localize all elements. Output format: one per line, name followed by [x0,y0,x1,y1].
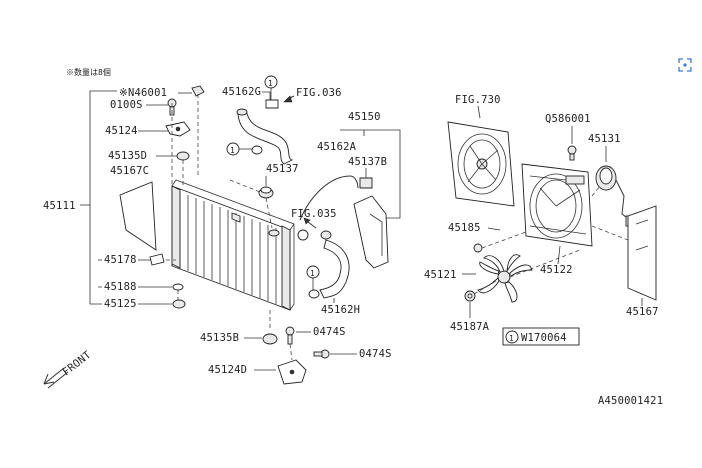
label-45167c[interactable]: 45167C [110,165,149,177]
label-45135b[interactable]: 45135B [200,332,239,344]
nut-45185 [473,243,483,253]
label-45122[interactable]: 45122 [540,264,573,276]
motor-45131 [595,165,633,227]
label-n46001[interactable]: ※N46001 [119,87,167,99]
bracket-45111 [80,90,98,305]
label-front: FRONT [60,349,93,379]
radiator-core [171,179,295,311]
circle-ref-1c: 1 [306,265,320,279]
label-0100s[interactable]: 0100S [110,99,143,111]
clamp-lower-a [297,229,309,241]
label-45111[interactable]: 45111 [43,200,76,212]
seal-45167 [627,205,657,301]
hose-45162h [319,239,350,299]
clamp-upper [265,99,279,109]
label-45124[interactable]: 45124 [105,125,138,137]
label-q586001[interactable]: Q586001 [545,113,591,125]
label-45185[interactable]: 45185 [448,222,481,234]
label-45162a[interactable]: 45162A [317,141,357,153]
label-45188[interactable]: 45188 [104,281,137,293]
label-45135d[interactable]: 45135D [108,150,147,162]
cap-45137 [258,186,274,199]
label-45125[interactable]: 45125 [104,298,137,310]
hose-45162g [236,108,294,165]
label-fig730[interactable]: FIG.730 [455,94,501,106]
svg-text:1: 1 [310,269,315,278]
label-fig035[interactable]: FIG.035 [291,208,337,220]
circle-ref-1b: 1 [226,142,240,156]
bolt-q586001 [567,145,577,161]
clamp-45162h [308,289,320,299]
hose-45162a [299,175,359,221]
label-0474s-2[interactable]: 0474S [359,348,392,360]
bolt-0474s-2 [313,349,330,359]
nut-45187a [464,290,476,302]
cushion-45135d [176,151,190,161]
label-0474s-1[interactable]: 0474S [313,326,346,338]
fan-shroud-45122 [521,163,593,247]
label-45187a[interactable]: 45187A [450,321,490,333]
label-45124d[interactable]: 45124D [208,364,247,376]
clamp-lower-b [320,230,332,240]
clamp-45162g [251,145,263,155]
label-45178[interactable]: 45178 [104,254,137,266]
label-45150[interactable]: 45150 [348,111,381,123]
cushion-45125 [172,299,186,309]
label-45121[interactable]: 45121 [424,269,457,281]
svg-text:1: 1 [268,79,273,88]
svg-text:W170064: W170064 [521,332,567,344]
svg-text:1: 1 [509,334,514,343]
front-arrow-icon [43,367,69,389]
label-45167[interactable]: 45167 [626,306,659,318]
bracket-45124d [277,359,307,385]
bracket-45124 [165,121,191,137]
quantity-note: ※数量は8個 [66,67,111,77]
fan-shroud-fig730 [447,121,515,207]
diagram-code: A450001421 [598,395,663,407]
svg-text:1: 1 [230,146,235,155]
label-45162h[interactable]: 45162H [321,304,360,316]
label-fig036[interactable]: FIG.036 [296,87,342,99]
expand-icon[interactable] [678,58,692,72]
label-45162g[interactable]: 45162G [222,86,261,98]
washer-45188 [172,283,184,291]
label-45137b[interactable]: 45137B [348,156,387,168]
circle-ref-1a: 1 [264,75,278,89]
reserve-tank-45150 [353,195,389,269]
label-45137[interactable]: 45137 [266,163,299,175]
label-45131[interactable]: 45131 [588,133,621,145]
cushion-45135b [262,333,278,345]
clip-45178 [149,253,165,266]
cap-45137b [359,177,373,189]
cap-n46001 [191,85,205,97]
fan-45121 [477,254,533,303]
bolt-0474s-1 [285,326,295,345]
seal-45167c [119,181,157,251]
reference-w170064: 1 W170064 [502,327,580,346]
